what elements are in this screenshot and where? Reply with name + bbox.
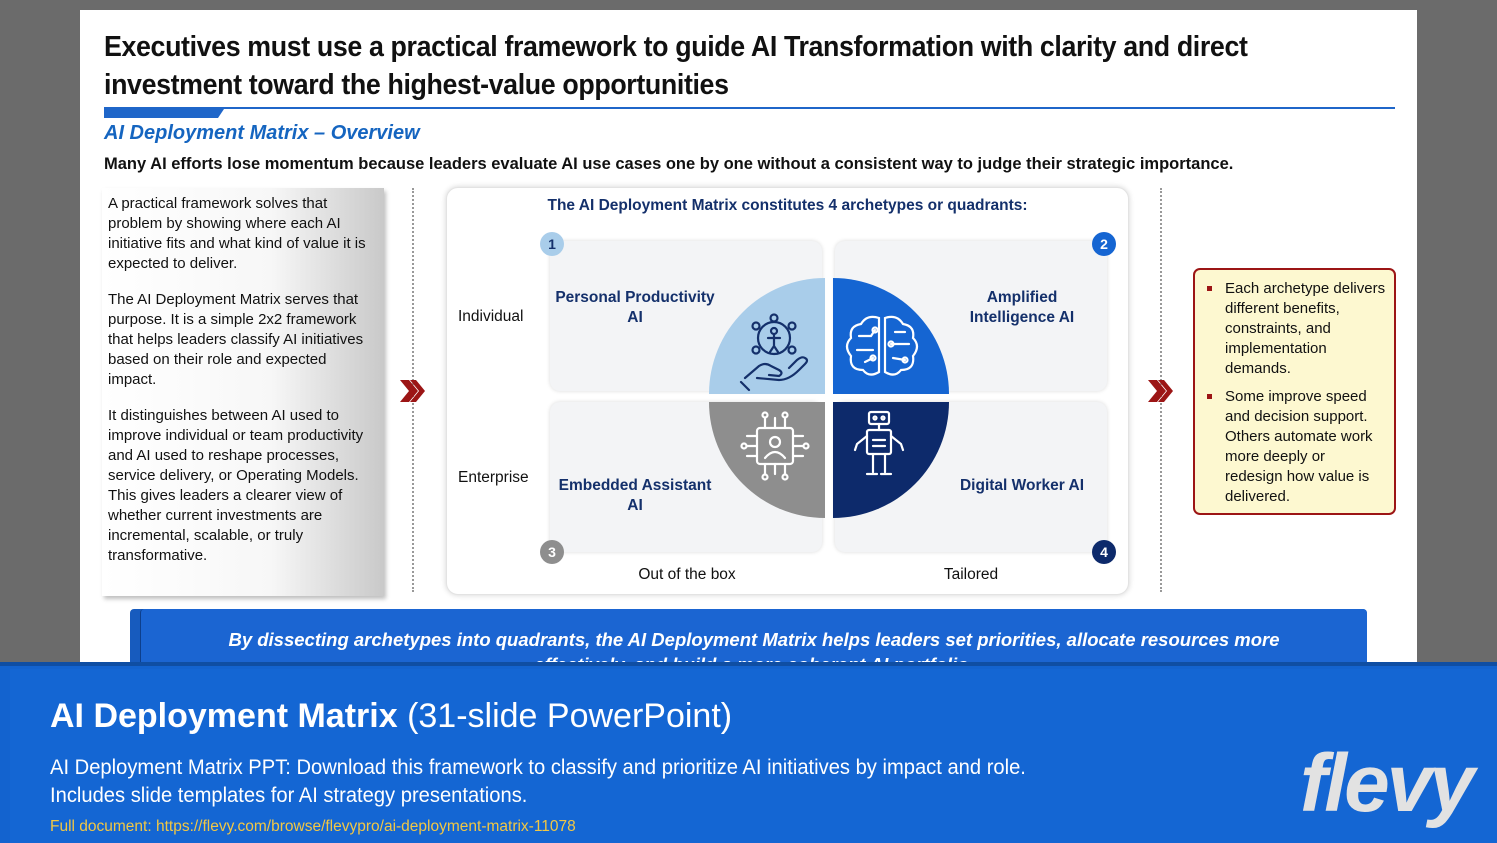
wheel-segment-1: [709, 278, 825, 394]
footer-document-link[interactable]: Full document: https://flevy.com/browse/…: [50, 818, 576, 835]
lead-statement: Many AI efforts lose momentum because le…: [104, 155, 1234, 173]
archetype-notes-box: Each archetype delivers different benefi…: [1193, 268, 1396, 515]
deployment-matrix: The AI Deployment Matrix constitutes 4 a…: [446, 187, 1129, 595]
quadrant-label-1: Personal Productivity AI: [555, 289, 715, 326]
title-rule-accent: [104, 109, 224, 118]
explanation-paragraph: A practical framework solves that proble…: [108, 195, 366, 272]
note-item: Each archetype delivers different benefi…: [1205, 279, 1386, 379]
quadrant-number-3: 3: [540, 540, 564, 564]
quadrant-number-2: 2: [1092, 232, 1116, 256]
title-rule: [104, 107, 1395, 109]
wheel-segment-2: [833, 278, 949, 394]
explanation-paragraph: It distinguishes between AI used to impr…: [108, 407, 364, 564]
quadrant-label-2: Amplified Intelligence AI: [969, 289, 1075, 326]
slide: Executives must use a practical framewor…: [80, 10, 1417, 670]
quadrant-label-3: Embedded Assistant AI: [558, 477, 712, 514]
note-item: Some improve speed and decision support.…: [1205, 387, 1386, 507]
flevy-logo: flevy: [1300, 738, 1475, 829]
quadrant-number-4: 4: [1092, 540, 1116, 564]
chip-person-icon: [740, 411, 810, 481]
robot-icon: [853, 410, 905, 476]
wheel-segment-4: [833, 402, 949, 518]
quadrant-number-1: 1: [540, 232, 564, 256]
wheel-segment-3: [709, 402, 825, 518]
chevron-right-icon: [400, 380, 425, 402]
col-label-out-of-the-box: Out of the box: [638, 566, 736, 583]
explanation-box: A practical framework solves that proble…: [102, 188, 384, 596]
col-label-tailored: Tailored: [943, 566, 999, 583]
chevron-right-icon: [1148, 380, 1173, 402]
footer-title: AI Deployment Matrix (31-slide PowerPoin…: [50, 697, 732, 736]
section-subtitle: AI Deployment Matrix – Overview: [104, 122, 420, 144]
matrix-heading: The AI Deployment Matrix constitutes 4 a…: [547, 197, 1028, 214]
brain-circuit-icon: [845, 315, 919, 376]
footer-title-bold: AI Deployment Matrix: [50, 697, 398, 735]
quadrant-label-4: Digital Worker AI: [959, 477, 1085, 494]
quadrant-wheel: [709, 278, 949, 518]
summary-banner: By dissecting archetypes into quadrants,…: [130, 609, 1367, 670]
explanation-paragraph: The AI Deployment Matrix serves that pur…: [108, 291, 364, 388]
hand-with-person-network-icon: [739, 313, 809, 392]
row-label-individual: Individual: [458, 308, 524, 325]
row-label-enterprise: Enterprise: [458, 469, 529, 486]
slide-title: Executives must use a practical framewor…: [104, 31, 1248, 101]
footer-description: AI Deployment Matrix PPT: Download this …: [50, 756, 1026, 807]
footer-panel: AI Deployment Matrix (31-slide PowerPoin…: [0, 662, 1497, 843]
footer-title-rest: (31-slide PowerPoint): [397, 697, 733, 735]
